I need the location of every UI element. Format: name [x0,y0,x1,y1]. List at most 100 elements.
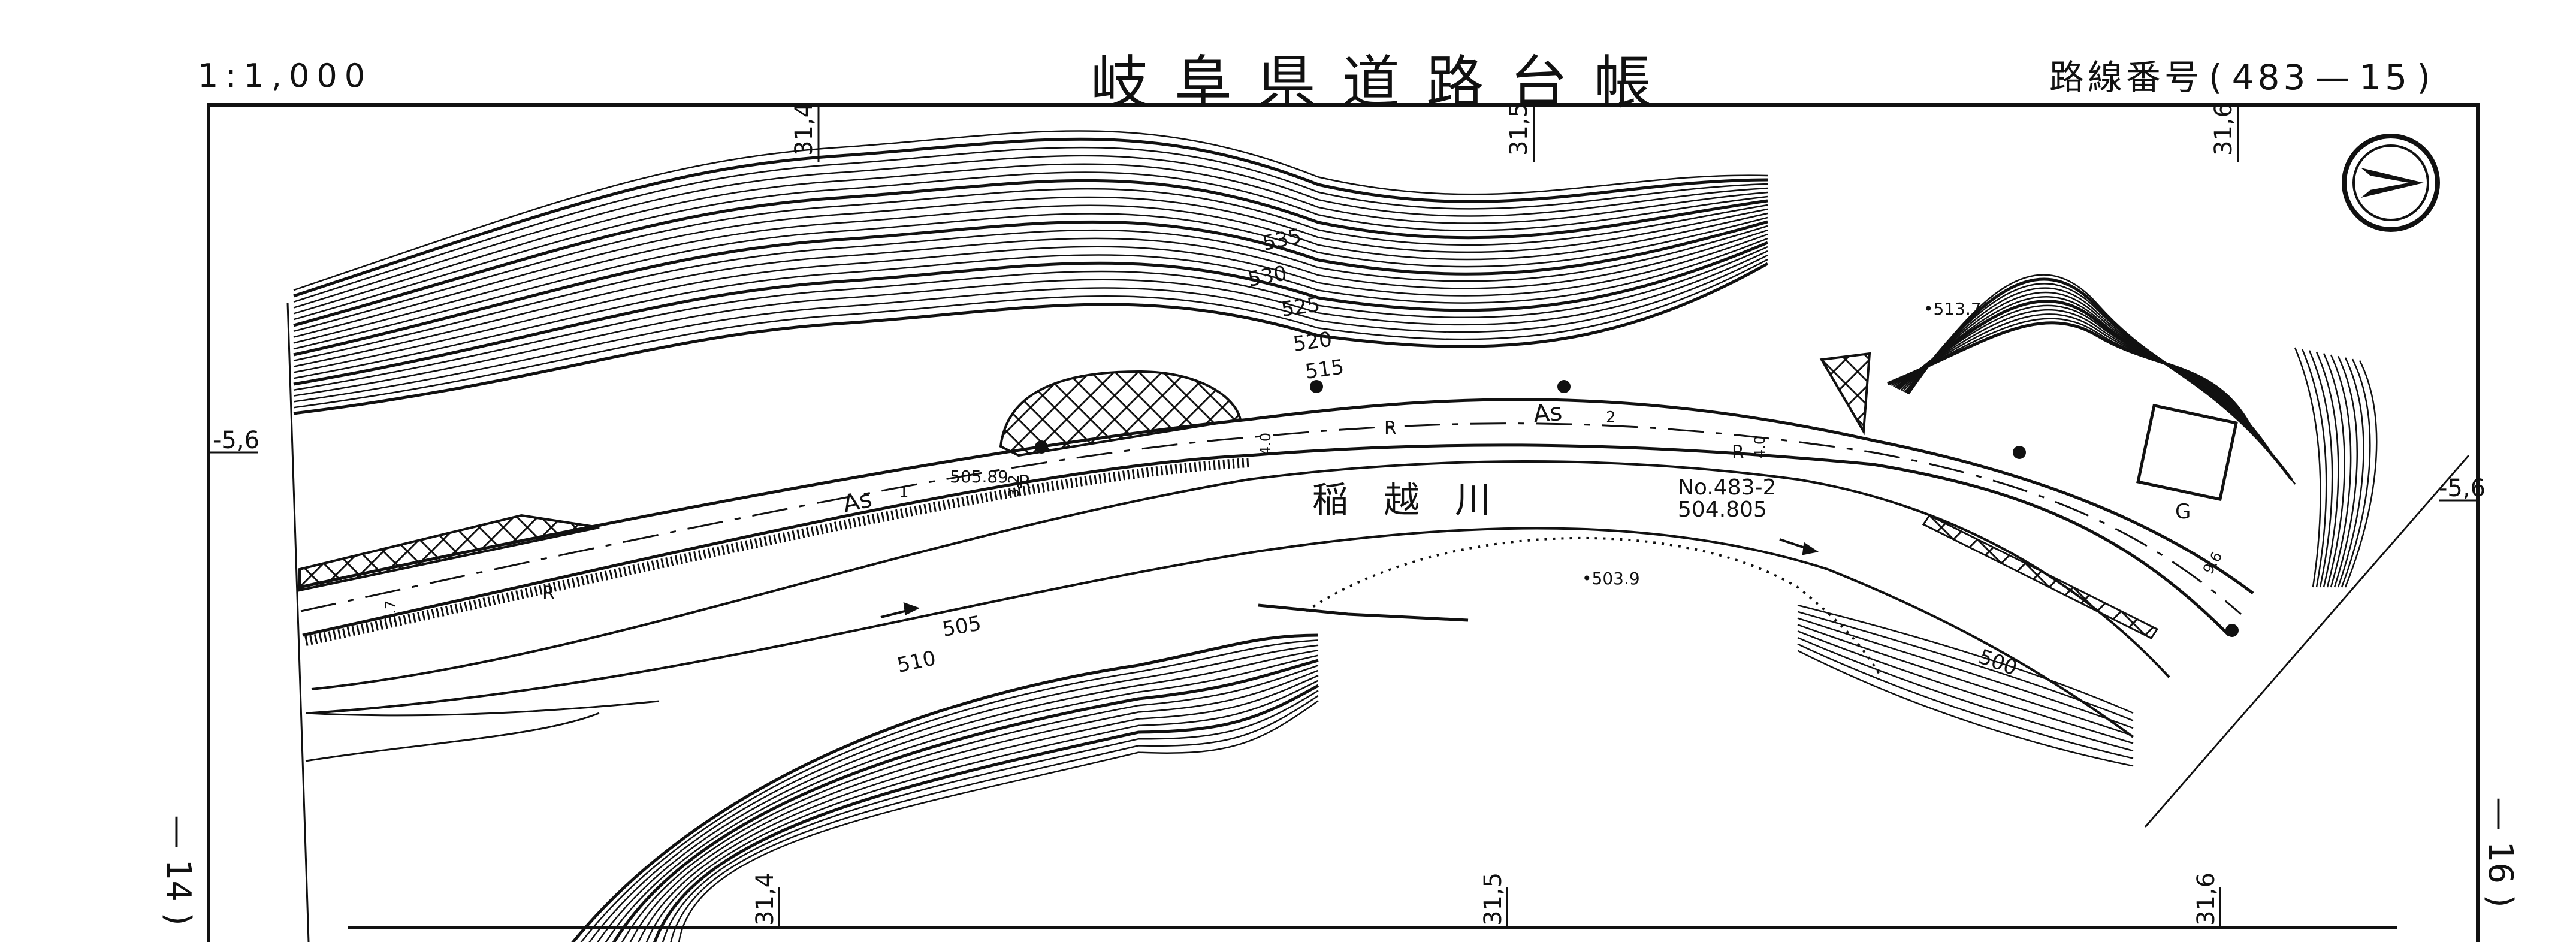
contour-line [1797,636,2134,752]
contour-label: 510 [895,646,938,678]
contour-label: 515 [1304,355,1346,384]
grid-label-bottom: 31,6 [2193,872,2220,926]
route-close: ) [2417,57,2434,98]
contour-line [2337,357,2364,588]
pavement-number: 1 [899,484,909,502]
route-open: ( [2209,57,2226,98]
contour-line [2323,353,2345,588]
contour-line [1797,617,2134,729]
contour-line [293,188,1768,333]
grid-labels: 31,4 31,5 31,6 31,4 31,5 31,6 -5,6 -5,6 [213,102,2486,926]
route-number: 路線番号(483—15) [2049,49,2440,99]
contour-label: 525 [1280,292,1322,322]
contour-line [670,695,1319,942]
contour-line [2301,348,2327,588]
contour-line [293,246,1768,391]
contour-line [605,654,1319,942]
contour-line [629,669,1319,942]
bridge-structure [1819,352,1871,436]
width-label: 4.0 [1257,433,1274,455]
map-scale: 1:1,000 [198,57,373,95]
building [2136,403,2238,502]
contour-line [1797,604,2134,714]
contour-line [1896,300,2274,457]
contour-line [2333,355,2358,588]
benchmark-elevation: 504.805 [1678,497,1767,522]
contour-line [571,633,1319,942]
contour-line [612,659,1319,942]
contour-line [293,237,1768,379]
river-inagoshi [311,460,2170,738]
width-label: 3.2 [1005,475,1022,497]
contour-line [2344,360,2378,588]
pavement-label: As [1532,398,1563,428]
contour-line [1887,321,2255,433]
contour-line [1908,274,2296,485]
contour-line [1797,650,2134,767]
grid-label-top: 31,5 [1505,102,1533,156]
contour-line [293,233,1768,373]
contour-line [2315,351,2339,588]
spot-elevation: •513.7 [1923,299,1982,319]
contour-line [2341,358,2371,588]
contour-line [662,690,1319,942]
contour-line [293,241,1768,386]
contour-line [1892,309,2266,446]
route-dash: — [2315,57,2354,98]
grid-label-right: -5,6 [2439,475,2486,502]
spot-elevation: •503.9 [1582,569,1640,588]
slope-protection-hatch [298,514,600,592]
contour-line [293,163,1768,315]
contour-line [2308,350,2333,588]
retaining-wall-hatch [999,370,1242,457]
contour-line [1797,611,2134,721]
road-mark: R [1384,418,1397,439]
contour-line [293,229,1768,367]
contour-line [293,130,1768,291]
contour-label: 520 [1292,327,1334,357]
contour-line [293,171,1768,321]
contour-line [305,700,660,717]
route-number-value: 483 [2231,57,2309,98]
contour-label: 500 [1976,645,2021,681]
contour-line [293,213,1768,350]
map-frame [207,103,2480,942]
contour-line [293,204,1768,344]
river-name: 稲 越 川 [1312,479,1503,521]
contour-line [293,220,1768,357]
contour-line [293,258,1768,409]
contour-line [588,644,1319,942]
contour-line [580,639,1319,942]
sheet-number: 15 [2359,57,2411,98]
contour-label: 505 [941,611,983,642]
contour-line [645,680,1319,942]
spot-elevation: 505.89 [950,467,1008,487]
contour-line [1889,318,2258,437]
contour-line [293,155,1768,309]
grid-ticks [209,105,2478,928]
contour-line [1900,291,2281,466]
contour-line [293,250,1768,397]
contour-line [293,254,1768,403]
contour-line [638,675,1319,942]
width-label: 3.7 [382,600,399,623]
road-mark: R [542,583,555,604]
contour-line [597,649,1319,942]
contour-line [2294,347,2321,588]
utility-poles [1035,380,2239,637]
contour-line [1905,277,2293,481]
contour-line [621,665,1319,942]
flow-arrow-icon [880,538,1819,618]
grid-label-left: -5,6 [213,427,259,454]
north-arrow-icon [2342,134,2440,232]
contour-line [293,262,1769,415]
benchmark-id: No.483-2 [1678,475,1776,500]
contour-line [293,179,1768,327]
sheet-boundary [286,302,2470,942]
pavement-label: As [841,485,875,518]
contour-line [1797,643,2134,759]
grid-label-bottom: 31,4 [751,872,779,926]
road-mark: R [1732,442,1744,463]
width-label: 4.0 [1751,436,1768,458]
